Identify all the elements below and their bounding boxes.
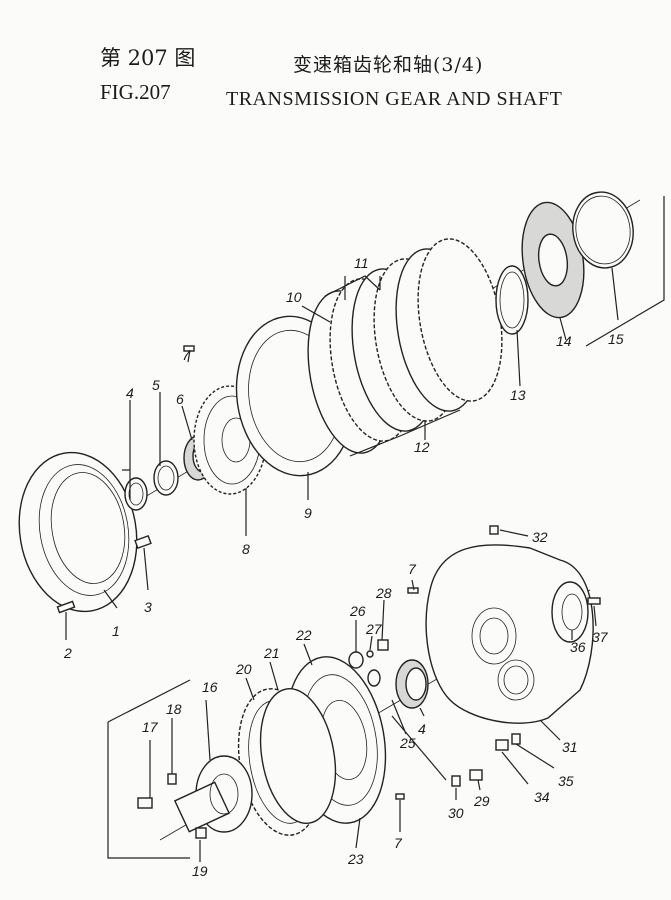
callout-8: 8 — [242, 541, 250, 557]
callout-34: 34 — [534, 789, 550, 805]
part-15-ring — [572, 191, 634, 269]
figure-number-en: FIG.207 — [100, 80, 171, 104]
part-37-bolt — [587, 597, 601, 605]
callout-37: 37 — [592, 629, 609, 645]
callout-2: 2 — [63, 645, 72, 661]
callout-36: 36 — [570, 639, 586, 655]
part-30-washer — [451, 775, 461, 787]
callout-10: 10 — [286, 289, 302, 305]
callout-7-middle: 7 — [408, 561, 417, 577]
upper-leader-lines — [65, 196, 665, 640]
callout-28: 28 — [375, 585, 392, 601]
part-32-plug — [489, 525, 499, 535]
callout-20: 20 — [235, 661, 252, 677]
callout-26: 26 — [349, 603, 366, 619]
part-7-pin-lower — [395, 793, 405, 800]
part-1-flange — [18, 451, 138, 613]
callout-labels: 1 2 3 4 5 6 7 8 9 10 11 12 13 14 15 16 1… — [63, 255, 624, 879]
part-31-housing — [425, 544, 594, 724]
figure-title-cn: 变速箱齿轮和轴(3/4) — [293, 54, 484, 76]
part-4-ring — [124, 477, 148, 511]
callout-3: 3 — [144, 599, 152, 615]
callout-15: 15 — [608, 331, 624, 347]
callout-7-upper: 7 — [182, 347, 191, 363]
callout-7-lower: 7 — [394, 835, 403, 851]
part-5-snap-ring — [153, 460, 179, 496]
part-28-plug — [377, 639, 389, 651]
part-29-plug — [469, 769, 483, 781]
callout-1: 1 — [112, 623, 120, 639]
part-34-plug — [495, 739, 509, 751]
callout-14: 14 — [556, 333, 572, 349]
callout-4-lower: 4 — [418, 721, 426, 737]
part-26-nut — [348, 651, 364, 669]
callout-11: 11 — [354, 255, 369, 271]
part-27-ball — [366, 650, 374, 658]
part-7-pin-upper — [183, 345, 195, 352]
callout-21: 21 — [263, 645, 280, 661]
figure-number-cn: 第 207 图 — [100, 46, 196, 70]
part-25-bearing — [367, 669, 381, 687]
part-2-pin — [56, 600, 76, 614]
part-16-shaft — [173, 755, 253, 833]
callout-13: 13 — [510, 387, 526, 403]
part-10-12-clutch-pack — [307, 238, 503, 454]
part-14-plate — [521, 201, 585, 319]
callout-35: 35 — [558, 773, 574, 789]
part-17-bolt — [137, 797, 153, 809]
lower-leader-lines — [107, 529, 597, 862]
callout-17: 17 — [142, 719, 159, 735]
callout-29: 29 — [473, 793, 490, 809]
callout-5: 5 — [152, 377, 160, 393]
callout-12: 12 — [414, 439, 430, 455]
part-4-ring-lower — [395, 659, 429, 709]
callout-6: 6 — [176, 391, 184, 407]
callout-18: 18 — [166, 701, 182, 717]
part-3-bolt — [134, 534, 152, 550]
part-7-pin-middle — [407, 587, 419, 594]
part-21-ring — [259, 688, 337, 824]
callout-22: 22 — [295, 627, 312, 643]
part-18-washer — [167, 773, 177, 785]
callout-16: 16 — [202, 679, 218, 695]
part-19-nut — [195, 827, 207, 839]
part-35-washer — [511, 733, 521, 745]
callout-9: 9 — [304, 505, 312, 521]
part-36-cover — [551, 581, 589, 643]
callout-25: 25 — [399, 735, 416, 751]
callout-31: 31 — [562, 739, 578, 755]
callout-23: 23 — [347, 851, 364, 867]
callout-32: 32 — [532, 529, 548, 545]
figure-title-en: TRANSMISSION GEAR AND SHAFT — [226, 88, 563, 110]
part-13-snap-ring — [495, 265, 529, 335]
callout-27: 27 — [365, 621, 383, 637]
callout-19: 19 — [192, 863, 208, 879]
callout-4-upper: 4 — [126, 385, 134, 401]
callout-30: 30 — [448, 805, 464, 821]
